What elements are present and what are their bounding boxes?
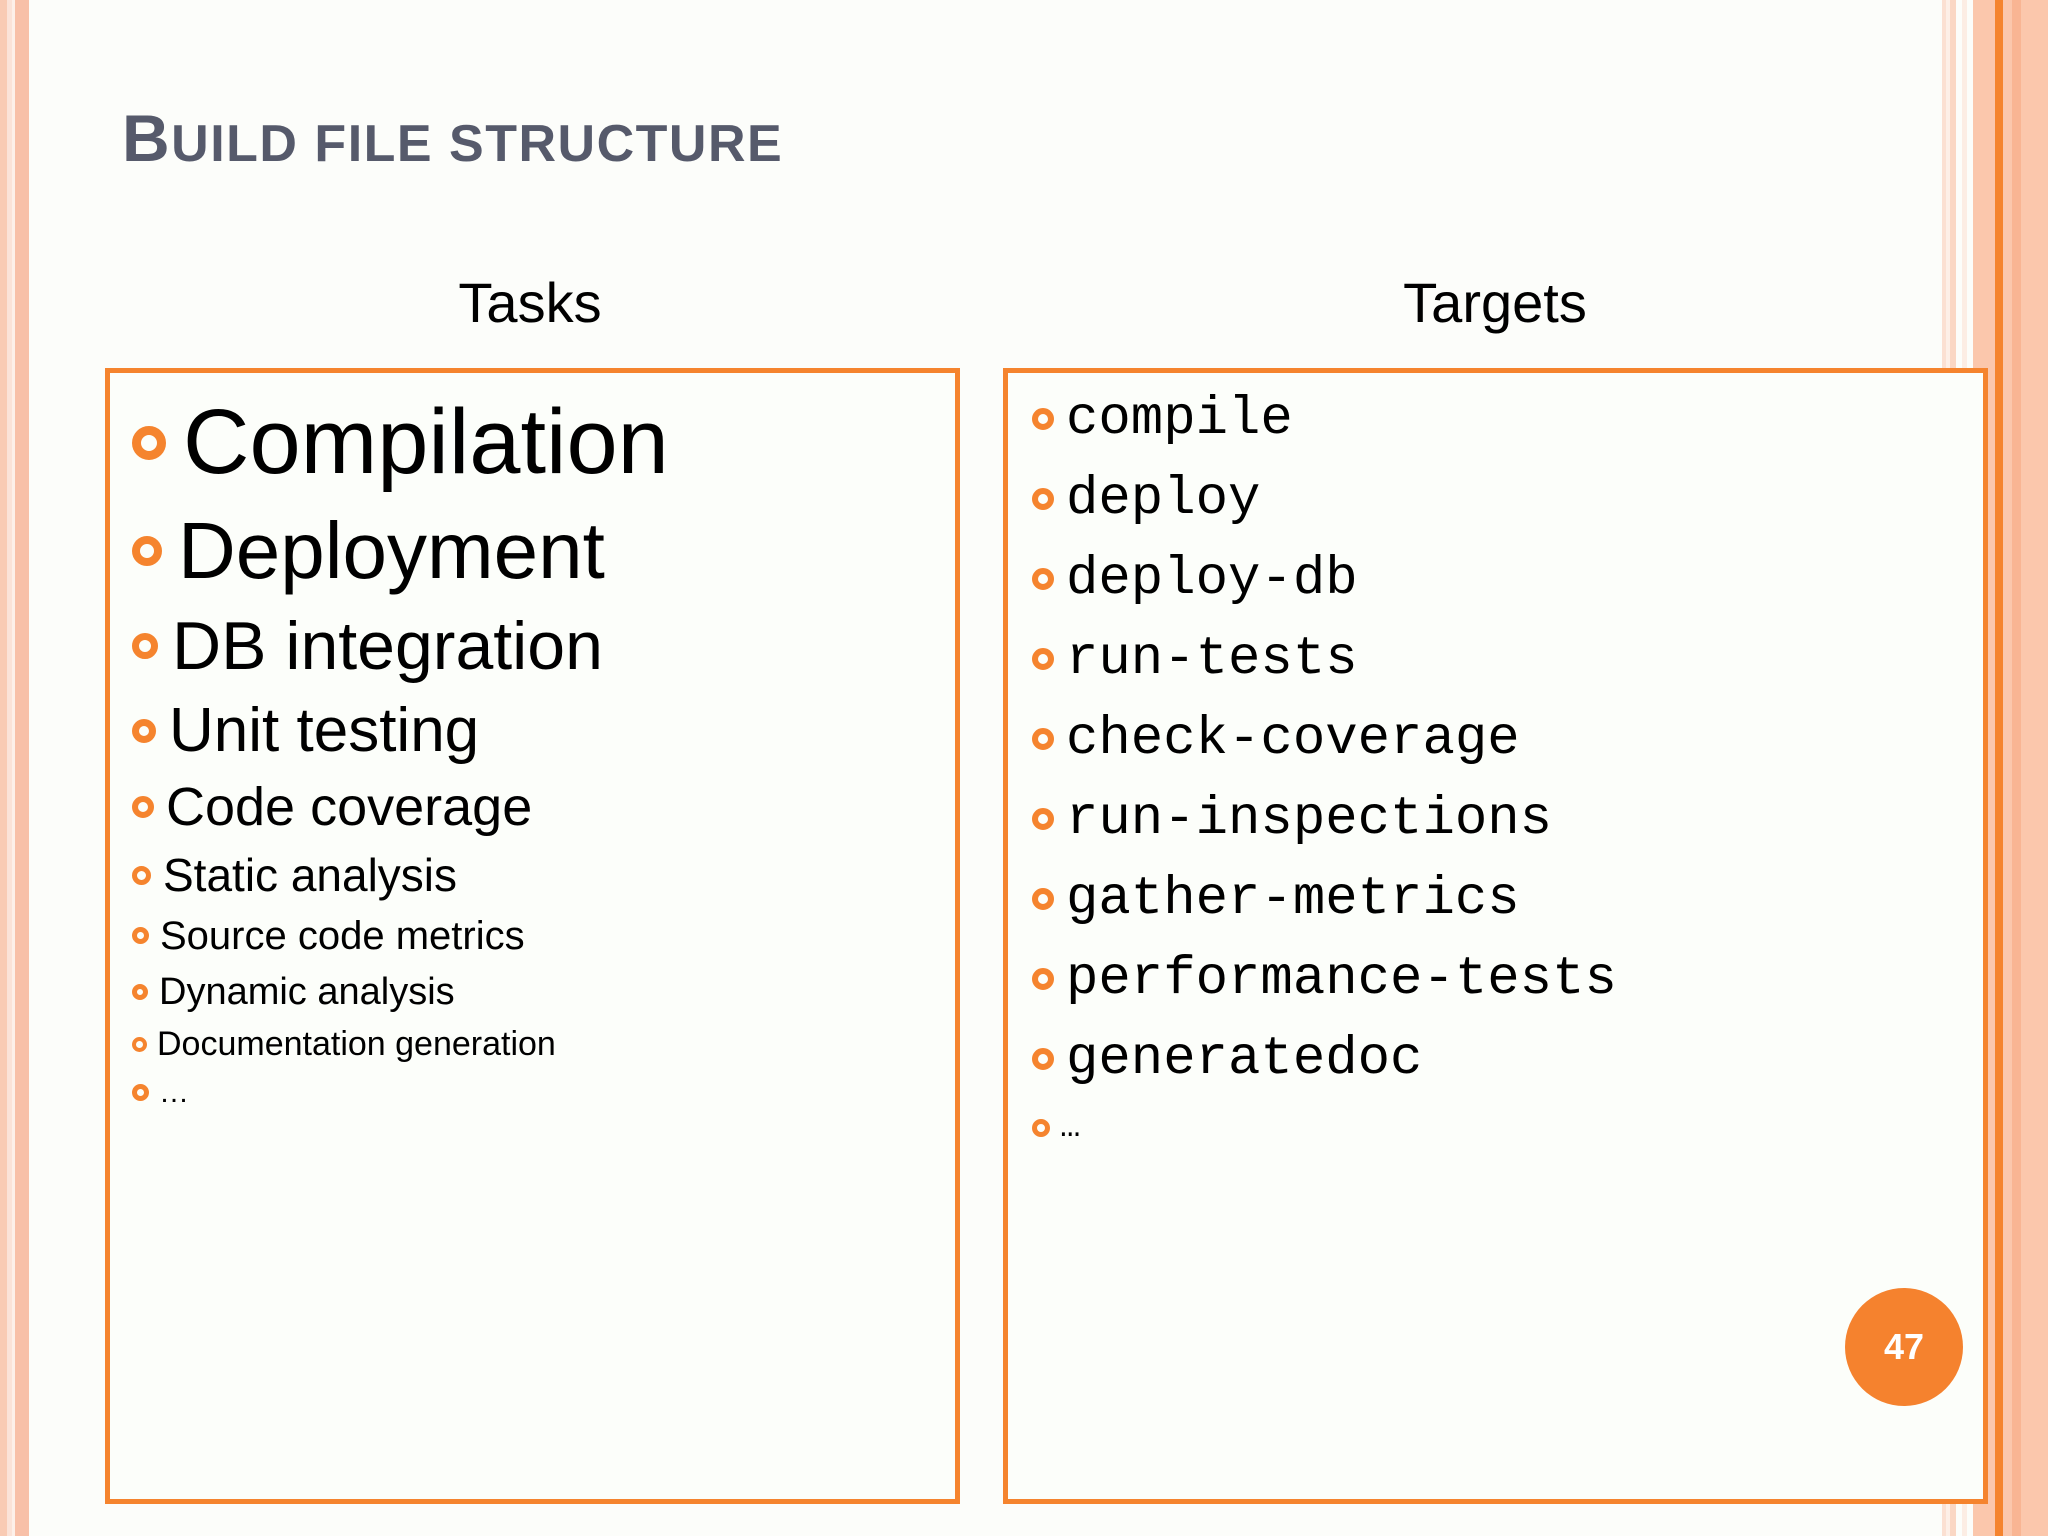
left-edge-decoration: [0, 0, 30, 1536]
decorative-stripe: [7, 0, 12, 1536]
task-label: Documentation generation: [157, 1024, 556, 1063]
task-label: Unit testing: [169, 695, 480, 765]
bullet-ring-icon: [1032, 568, 1054, 590]
decorative-stripe: [12, 0, 15, 1536]
target-label: gather-metrics: [1066, 868, 1520, 930]
bullet-ring-icon: [132, 983, 148, 1000]
bullet-ring-icon: [132, 1036, 147, 1052]
task-item[interactable]: …: [132, 1075, 955, 1109]
bullet-ring-icon: [1032, 648, 1054, 670]
task-item[interactable]: DB integration: [132, 608, 955, 684]
bullet-ring-icon: [1032, 968, 1054, 990]
task-label: Code coverage: [166, 776, 533, 837]
target-label: performance-tests: [1066, 948, 1617, 1010]
target-item[interactable]: generatedoc: [1032, 1029, 1983, 1089]
task-item[interactable]: Unit testing: [132, 696, 955, 765]
target-label: …: [1060, 1108, 1081, 1147]
target-item[interactable]: performance-tests: [1032, 949, 1983, 1009]
task-item[interactable]: Source code metrics: [132, 913, 955, 958]
task-item[interactable]: Dynamic analysis: [132, 970, 955, 1013]
task-label: Static analysis: [163, 848, 458, 901]
target-label: deploy-db: [1066, 548, 1358, 610]
bullet-ring-icon: [132, 796, 154, 818]
target-item[interactable]: …: [1032, 1109, 1983, 1147]
targets-column-header: Targets: [1403, 271, 1587, 334]
target-label: run-tests: [1066, 628, 1358, 690]
bullet-ring-icon: [1032, 728, 1054, 750]
task-item[interactable]: Static analysis: [132, 849, 955, 901]
tasks-column-header: Tasks: [458, 271, 602, 334]
target-label: compile: [1066, 388, 1293, 450]
decorative-stripe: [2021, 0, 2048, 1536]
bullet-ring-icon: [132, 633, 158, 659]
decorative-stripe: [0, 0, 7, 1536]
task-item[interactable]: Compilation: [132, 391, 955, 494]
task-label: Compilation: [183, 391, 669, 493]
target-item[interactable]: check-coverage: [1032, 709, 1983, 769]
task-item[interactable]: Deployment: [132, 506, 955, 596]
page-title: BUILD FILE STRUCTURE: [122, 100, 783, 176]
targets-panel: compile deploy deploy-db run-tests check-cov…: [1003, 368, 1988, 1504]
decorative-stripe: [15, 0, 29, 1536]
bullet-ring-icon: [132, 425, 166, 460]
bullet-ring-icon: [1032, 1048, 1054, 1070]
task-item[interactable]: Code coverage: [132, 777, 955, 837]
task-label: DB integration: [172, 607, 603, 684]
bullet-ring-icon: [1032, 488, 1054, 510]
bullet-ring-icon: [132, 718, 156, 743]
target-label: check-coverage: [1066, 708, 1520, 770]
target-label: generatedoc: [1066, 1028, 1423, 1090]
page-number-badge: 47: [1845, 1288, 1963, 1406]
targets-list: compile deploy deploy-db run-tests check-cov…: [1008, 373, 1983, 1147]
task-label: Source code metrics: [160, 913, 525, 958]
page-title-rest: UILD FILE STRUCTURE: [171, 115, 784, 173]
bullet-ring-icon: [132, 865, 151, 885]
bullet-ring-icon: [132, 1083, 149, 1101]
task-label: …: [159, 1075, 189, 1109]
task-label: Dynamic analysis: [159, 970, 455, 1013]
bullet-ring-icon: [1032, 888, 1054, 910]
target-label: run-inspections: [1066, 788, 1553, 850]
bullet-ring-icon: [1032, 1119, 1050, 1137]
task-item[interactable]: Documentation generation: [132, 1025, 955, 1063]
target-item[interactable]: gather-metrics: [1032, 869, 1983, 929]
target-item[interactable]: run-inspections: [1032, 789, 1983, 849]
target-item[interactable]: deploy: [1032, 469, 1983, 529]
bullet-ring-icon: [132, 536, 162, 566]
bullet-ring-icon: [1032, 408, 1054, 430]
decorative-stripe: [2003, 0, 2012, 1536]
page-title-lead: B: [122, 101, 172, 175]
target-label: deploy: [1066, 468, 1261, 530]
target-item[interactable]: compile: [1032, 389, 1983, 449]
bullet-ring-icon: [1032, 808, 1054, 830]
decorative-stripe: [1995, 0, 2003, 1536]
bullet-ring-icon: [132, 927, 149, 944]
decorative-stripe: [2012, 0, 2021, 1536]
target-item[interactable]: run-tests: [1032, 629, 1983, 689]
target-item[interactable]: deploy-db: [1032, 549, 1983, 609]
task-label: Deployment: [178, 506, 605, 595]
